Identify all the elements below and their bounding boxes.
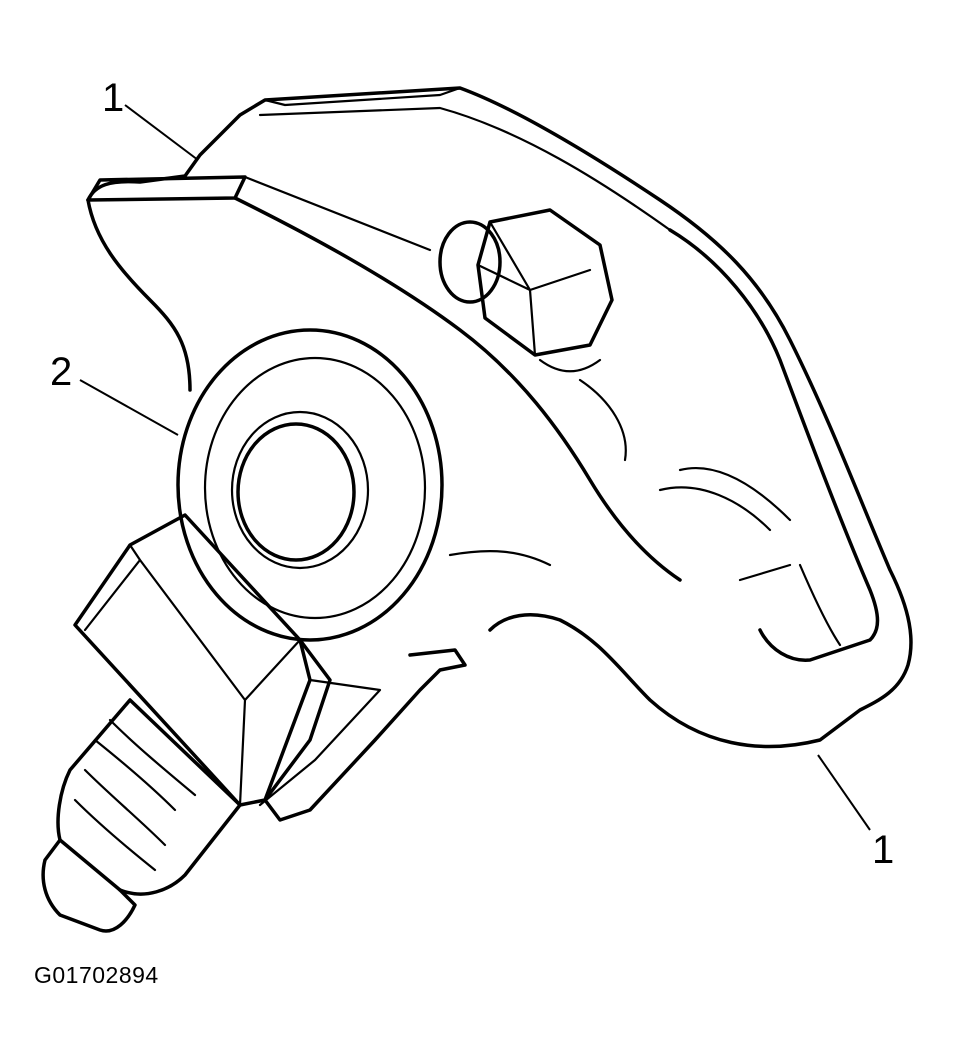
- rocker-top-edge: [263, 86, 462, 107]
- bolt-hex: [476, 208, 614, 357]
- bolt-hex-faces: [476, 220, 592, 357]
- leader-top-left: [124, 104, 199, 161]
- rocker-left-tip: [86, 175, 247, 202]
- pivot-bore: [236, 422, 356, 562]
- rocker-left-side: [86, 198, 192, 392]
- figure-id-label: G01702894: [34, 962, 159, 988]
- leader-bottom-right: [817, 754, 871, 831]
- pivot-block-edges: [83, 543, 302, 807]
- pivot-arc: [448, 550, 552, 567]
- pivot-ring-mid: [203, 356, 427, 620]
- retainer-plate-inner: [258, 678, 382, 807]
- rocker-arm-edge: [233, 196, 682, 582]
- rocker-top-inner: [258, 106, 672, 232]
- rocker-cup: [668, 228, 880, 662]
- leader-left: [79, 379, 179, 436]
- rocker-arm-inner-edge: [243, 175, 432, 252]
- pivot-ring-inner-rim: [230, 410, 370, 570]
- stud-threads: [73, 718, 197, 872]
- callout-1-bottom: 1: [872, 828, 895, 872]
- rocker-arm-outline: [86, 86, 913, 749]
- pivot-ring-outer: [176, 328, 444, 642]
- pivot-block: [73, 513, 312, 807]
- rocker-cup-inner: [658, 467, 842, 647]
- callout-2: 2: [50, 350, 73, 394]
- stud-tip: [41, 838, 137, 933]
- retainer-plate: [263, 638, 467, 822]
- bolt-shoulder: [538, 358, 627, 462]
- callout-1-top: 1: [102, 76, 125, 120]
- bolt-base: [438, 220, 502, 304]
